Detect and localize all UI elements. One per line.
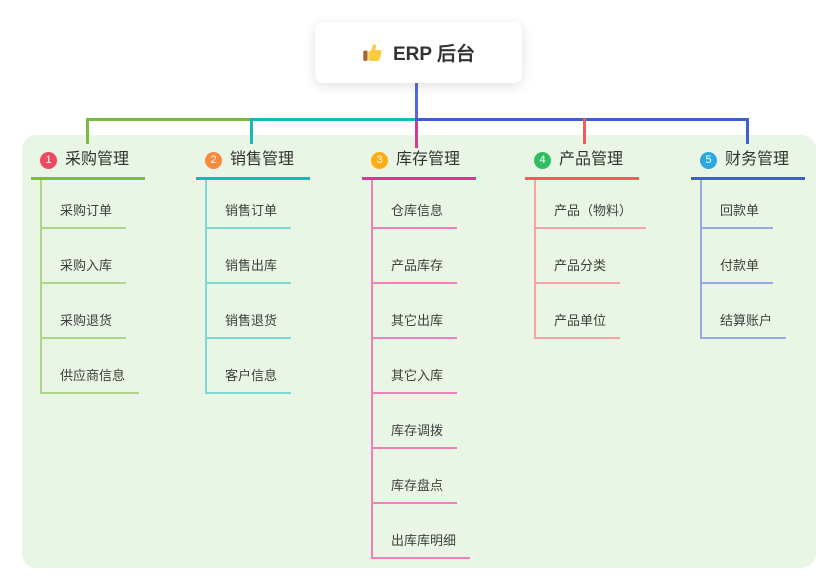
edge-drop-branch-5 <box>746 118 749 144</box>
child-node-label[interactable]: 采购退货 <box>42 312 127 339</box>
child-node: 销售订单 <box>207 180 310 229</box>
child-node-label[interactable]: 供应商信息 <box>42 367 140 394</box>
branch-title[interactable]: 5 财务管理 <box>691 146 806 180</box>
branch-title[interactable]: 3 库存管理 <box>362 146 477 180</box>
branch-number-badge: 3 <box>371 151 388 169</box>
thumbs-up-icon <box>362 42 383 63</box>
child-node: 采购订单 <box>42 180 145 229</box>
child-node-label[interactable]: 回款单 <box>702 202 774 229</box>
root-node[interactable]: ERP 后台 <box>315 22 522 83</box>
edge-drop-branch-2 <box>250 118 253 144</box>
child-node-label[interactable]: 仓库信息 <box>373 202 458 229</box>
edge-bus-right-blue <box>415 118 748 121</box>
child-node: 其它入库 <box>373 339 476 394</box>
branch-children: 产品（物料） 产品分类产品单位 <box>534 180 647 339</box>
edge-drop-branch-3 <box>415 121 418 148</box>
child-node: 出库库明细 <box>373 504 476 559</box>
child-node-label[interactable]: 产品单位 <box>536 312 621 339</box>
branch-1: 1 采购管理采购订单采购入库采购退货供应商信息 <box>31 146 146 394</box>
root-node-label: ERP 后台 <box>392 44 475 65</box>
edge-root-vertical <box>415 83 418 121</box>
child-node: 产品分类 <box>536 229 646 284</box>
branch-number-badge: 2 <box>205 151 222 169</box>
child-node-label[interactable]: 其它入库 <box>373 367 458 394</box>
child-node: 客户信息 <box>207 339 310 394</box>
branch-children: 采购订单采购入库采购退货供应商信息 <box>40 180 145 394</box>
branch-2: 2 销售管理销售订单销售出库销售退货客户信息 <box>196 146 311 394</box>
branch-5: 5 财务管理回款单付款单结算账户 <box>691 146 806 339</box>
child-node-label[interactable]: 付款单 <box>702 257 774 284</box>
child-node: 采购入库 <box>42 229 145 284</box>
child-node-label[interactable]: 采购订单 <box>42 202 127 229</box>
child-node-label[interactable]: 销售退货 <box>207 312 292 339</box>
child-node: 产品单位 <box>536 284 646 339</box>
branch-title-label: 财务管理 <box>725 151 790 168</box>
child-node: 产品库存 <box>373 229 476 284</box>
child-node: 产品（物料） <box>536 180 647 229</box>
edge-bus-left-green <box>86 118 252 121</box>
branch-number-badge: 5 <box>700 151 717 169</box>
child-node-label[interactable]: 销售出库 <box>207 257 292 284</box>
child-node: 回款单 <box>702 180 805 229</box>
branch-title[interactable]: 4 产品管理 <box>525 146 640 180</box>
child-node: 库存盘点 <box>373 449 476 504</box>
edge-bus-mid-teal <box>250 118 417 121</box>
child-node-label[interactable]: 库存调拨 <box>373 422 458 449</box>
branch-4: 4 产品管理产品（物料） 产品分类产品单位 <box>525 146 647 339</box>
branch-number-badge: 1 <box>40 151 57 169</box>
child-node: 仓库信息 <box>373 180 476 229</box>
branch-number-badge: 4 <box>534 151 551 169</box>
child-node-label[interactable]: 采购入库 <box>42 257 127 284</box>
child-node: 销售出库 <box>207 229 310 284</box>
branch-children: 仓库信息产品库存其它出库其它入库库存调拨库存盘点出库库明细 <box>371 180 476 559</box>
branch-title-label: 销售管理 <box>230 151 295 168</box>
branches-panel <box>22 135 816 568</box>
child-node: 供应商信息 <box>42 339 145 394</box>
child-node-label[interactable]: 客户信息 <box>207 367 292 394</box>
child-node-label[interactable]: 产品（物料） <box>536 202 647 229</box>
branch-title[interactable]: 1 采购管理 <box>31 146 146 180</box>
child-node: 采购退货 <box>42 284 145 339</box>
child-node-label[interactable]: 库存盘点 <box>373 477 458 504</box>
edge-drop-branch-4 <box>583 118 586 144</box>
child-node: 结算账户 <box>702 284 805 339</box>
child-node-label[interactable]: 结算账户 <box>702 312 787 339</box>
child-node-label[interactable]: 其它出库 <box>373 312 458 339</box>
branch-children: 回款单付款单结算账户 <box>700 180 805 339</box>
child-node-label[interactable]: 销售订单 <box>207 202 292 229</box>
child-node: 付款单 <box>702 229 805 284</box>
branch-title-label: 库存管理 <box>396 151 461 168</box>
child-node: 库存调拨 <box>373 394 476 449</box>
child-node-label[interactable]: 产品库存 <box>373 257 458 284</box>
branch-3: 3 库存管理仓库信息产品库存其它出库其它入库库存调拨库存盘点出库库明细 <box>362 146 477 559</box>
branch-title-label: 采购管理 <box>65 151 130 168</box>
child-node-label[interactable]: 出库库明细 <box>373 532 471 559</box>
child-node-label[interactable]: 产品分类 <box>536 257 621 284</box>
branch-children: 销售订单销售出库销售退货客户信息 <box>205 180 310 394</box>
branch-title-label: 产品管理 <box>559 151 624 168</box>
edge-drop-branch-1 <box>86 118 89 144</box>
branch-title[interactable]: 2 销售管理 <box>196 146 311 180</box>
child-node: 其它出库 <box>373 284 476 339</box>
child-node: 销售退货 <box>207 284 310 339</box>
